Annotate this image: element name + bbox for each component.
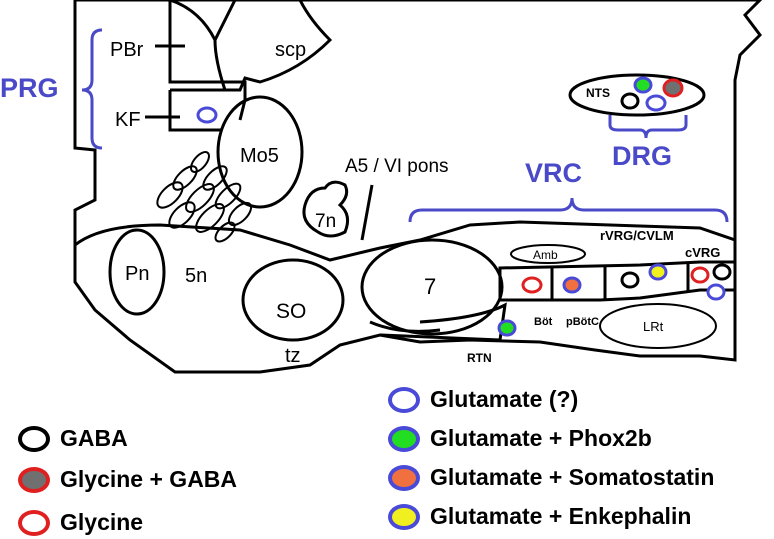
label-vrc: VRC: [525, 158, 582, 188]
legend-glutamate-enkephalin-label: Glutamate + Enkephalin: [430, 503, 692, 529]
legend-glutamate-phox2b: Glutamate + Phox2b: [388, 425, 652, 452]
legend-glycine-gaba-label: Glycine + GABA: [60, 466, 238, 492]
legend-glutamate-enkephalin: Glutamate + Enkephalin: [388, 503, 691, 530]
a5-pointer: [360, 184, 374, 241]
label-rtn: RTN: [467, 351, 492, 365]
label-cvrg: cVRG: [685, 245, 720, 260]
mo5-nucleus: [216, 95, 304, 209]
enkephalin-swatch-icon: [388, 503, 420, 530]
phox2b-swatch-icon: [388, 425, 420, 452]
tz-boundary: [369, 320, 501, 342]
label-7n: 7n: [315, 211, 336, 232]
brainstem-diagram: PRG PBr scp KF Mo5 A5 / VI pons 7n VRC N…: [0, 0, 763, 374]
label-rvrg-cvlm: rVRG/CVLM: [600, 228, 674, 243]
legend-glutamate-somatostatin: Glutamate + Somatostatin: [388, 464, 714, 491]
glycine-swatch-icon: [18, 509, 50, 536]
somatostatin-swatch-icon: [388, 464, 420, 491]
label-scp: scp: [275, 39, 306, 61]
vrc-bracket: [408, 197, 729, 223]
neuron-markers: [196, 76, 732, 337]
nts-phox2b-marker: [633, 76, 653, 94]
label-7: 7: [424, 274, 436, 299]
glycine-gaba-swatch-icon: [18, 466, 50, 493]
pbr-boundary: [168, 0, 247, 121]
label-kf: KF: [115, 109, 141, 131]
legend-glycine-label: Glycine: [60, 509, 144, 535]
ventral-surface: [419, 302, 507, 341]
amb-nucleus: [510, 244, 586, 264]
legend-gaba: GABA: [18, 425, 128, 452]
nts-gaba-marker: [620, 92, 640, 110]
label-so: SO: [276, 300, 306, 323]
lrt-nucleus: [599, 303, 717, 349]
rvrg-gaba-marker: [620, 271, 640, 289]
pn-nucleus: [108, 228, 166, 316]
so-nucleus: [241, 258, 345, 342]
kf-box: [168, 90, 222, 132]
cvrg-gaba-marker: [712, 263, 732, 281]
glutamate-swatch-icon: [388, 386, 420, 413]
label-a5-vi-pons: A5 / VI pons: [345, 156, 449, 177]
label-pn: Pn: [125, 263, 149, 285]
bot-glycine-marker: [521, 276, 543, 294]
label-5n: 5n: [185, 265, 207, 287]
nts-glutamate-marker: [645, 94, 667, 112]
label-prg: PRG: [0, 73, 59, 103]
pbotc-somatostatin-marker: [562, 276, 582, 294]
drg-bracket: [608, 115, 688, 139]
legend-glutamate-label: Glutamate (?): [430, 386, 579, 412]
label-mo5: Mo5: [240, 145, 279, 167]
label-pbr: PBr: [110, 39, 144, 61]
scp-tract: [169, 0, 333, 92]
legend-gaba-label: GABA: [60, 425, 128, 451]
rtn-phox2b-marker: [497, 319, 517, 337]
dorsal-boundary: [75, 0, 763, 240]
label-pbotc: pBötC: [566, 316, 599, 328]
nts-nucleus: [568, 73, 706, 117]
prg-bracket: [81, 28, 103, 150]
label-tz: tz: [285, 345, 301, 367]
legend-glutamate: Glutamate (?): [388, 386, 578, 413]
legend-glycine: Glycine: [18, 509, 143, 536]
7n-nerve: [302, 180, 350, 238]
5n-fibers: [156, 151, 253, 243]
label-lrt: LRt: [643, 319, 664, 334]
gaba-swatch-icon: [18, 425, 50, 452]
legend-glycine-gaba: Glycine + GABA: [18, 466, 237, 493]
nts-glygaba-marker: [662, 78, 684, 98]
legend-glutamate-phox2b-label: Glutamate + Phox2b: [430, 425, 652, 451]
label-nts: NTS: [586, 86, 610, 100]
cvrg-glycine-marker: [690, 266, 710, 284]
cvrg-glutamate-marker: [706, 283, 726, 301]
label-bot: Böt: [534, 316, 553, 328]
facial-nucleus: [360, 238, 504, 336]
label-drg: DRG: [612, 141, 672, 171]
label-amb: Amb: [533, 248, 558, 262]
kf-glutamate-marker: [196, 106, 218, 124]
rvrg-enkephalin-marker: [648, 263, 668, 281]
legend-glutamate-somatostatin-label: Glutamate + Somatostatin: [430, 464, 715, 490]
